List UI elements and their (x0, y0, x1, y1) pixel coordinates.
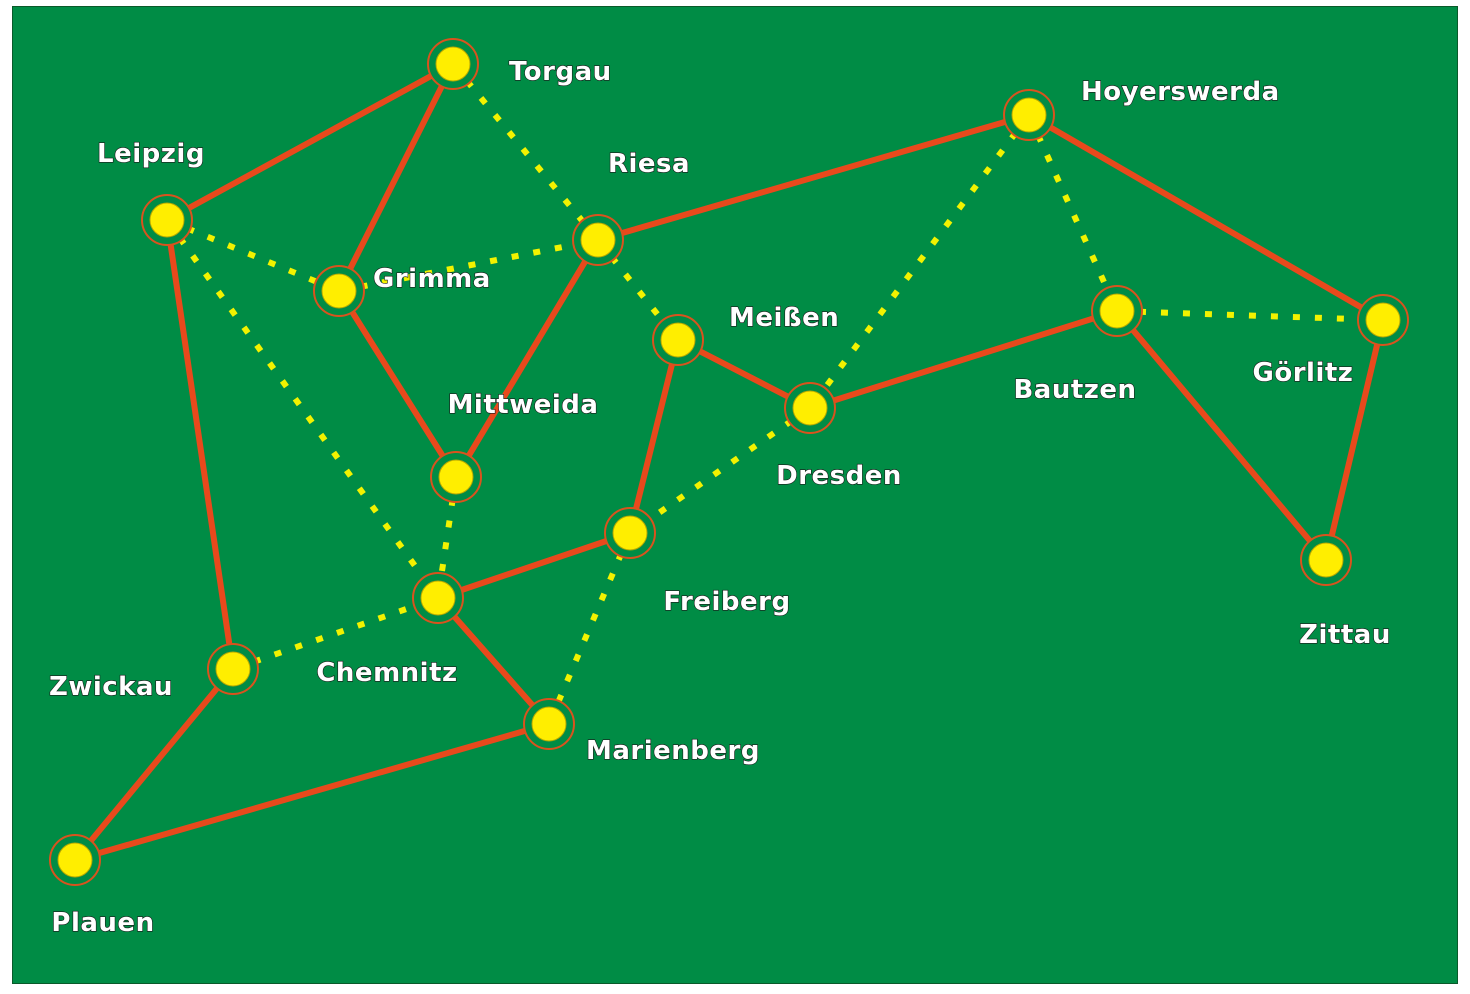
node-dot-dresden (792, 390, 828, 426)
label-meissen: Meißen (729, 303, 839, 333)
node-dot-riesa (580, 222, 616, 258)
node-dot-hoyerswerda (1011, 97, 1047, 133)
node-torgau (427, 38, 479, 90)
edge-leipzig-zwickau-solid (164, 217, 236, 672)
edge-riesa-mittweida-solid (453, 237, 601, 480)
node-dot-leipzig (149, 202, 185, 238)
label-zwickau: Zwickau (49, 672, 173, 702)
node-chemnitz (412, 572, 464, 624)
label-grimma: Grimma (373, 264, 491, 294)
label-leipzig: Leipzig (97, 139, 205, 169)
node-zittau (1300, 534, 1352, 586)
node-grimma (313, 265, 365, 317)
edge-chemnitz-freiberg-solid (435, 530, 633, 601)
node-hoyerswerda (1003, 89, 1055, 141)
edge-hoyerswerda-bautzen-dotted (1026, 113, 1120, 313)
label-torgau: Torgau (509, 57, 612, 87)
node-dot-torgau (435, 46, 471, 82)
label-chemnitz: Chemnitz (316, 658, 457, 688)
edge-zwickau-chemnitz-dotted (232, 595, 439, 672)
node-bautzen (1091, 285, 1143, 337)
label-plauen: Plauen (51, 908, 154, 938)
node-dot-freiberg (612, 515, 648, 551)
label-zittau: Zittau (1299, 620, 1391, 650)
node-dot-mittweida (438, 459, 474, 495)
edge-leipzig-grimma-dotted (165, 217, 341, 294)
edges-layer (72, 61, 1386, 863)
edge-mittweida-grimma-solid (336, 288, 459, 480)
label-riesa: Riesa (608, 149, 690, 179)
node-goerlitz (1357, 294, 1409, 346)
node-mittweida (430, 451, 482, 503)
label-marienberg: Marienberg (586, 736, 760, 766)
node-dot-goerlitz (1365, 302, 1401, 338)
node-zwickau (207, 643, 259, 695)
node-dot-plauen (57, 842, 93, 878)
node-leipzig (141, 194, 193, 246)
node-dot-zwickau (215, 651, 251, 687)
edge-hoyerswerda-riesa-solid (595, 112, 1032, 243)
edge-bautzen-goerlitz-dotted (1116, 308, 1384, 323)
edge-hoyerswerda-dresden-dotted (807, 113, 1032, 410)
node-freiberg (604, 507, 656, 559)
edge-plauen-marienberg-solid (72, 721, 552, 863)
label-freiberg: Freiberg (663, 587, 790, 617)
edge-zittau-goerlitz-solid (1323, 317, 1386, 563)
label-dresden: Dresden (776, 461, 902, 491)
edge-torgau-grimma-solid (336, 61, 456, 294)
nodes-layer (49, 38, 1409, 886)
node-dot-meissen (660, 322, 696, 358)
edge-freiberg-meissen-solid (627, 337, 681, 536)
node-dot-marienberg (531, 706, 567, 742)
label-mittweida: Mittweida (448, 390, 599, 420)
edge-leipzig-torgau-solid (164, 61, 456, 223)
node-riesa (572, 214, 624, 266)
label-hoyerswerda: Hoyerswerda (1081, 77, 1280, 107)
label-goerlitz: Görlitz (1253, 358, 1354, 388)
edge-zwickau-plauen-solid (72, 666, 236, 863)
node-marienberg (523, 698, 575, 750)
node-dot-bautzen (1099, 293, 1135, 329)
node-dot-zittau (1308, 542, 1344, 578)
node-meissen (652, 314, 704, 366)
edge-bautzen-zittau-solid (1114, 308, 1329, 563)
board-background (13, 7, 1457, 983)
node-dot-grimma (321, 273, 357, 309)
edge-marienberg-chemnitz-solid (435, 595, 552, 727)
edge-dresden-bautzen-solid (807, 308, 1120, 411)
edge-torgau-riesa-dotted (450, 62, 601, 242)
edge-goerlitz-hoyerswerda-solid (1026, 112, 1386, 323)
node-dot-chemnitz (420, 580, 456, 616)
edge-dresden-freiberg-dotted (628, 405, 812, 536)
node-dresden (784, 382, 836, 434)
label-bautzen: Bautzen (1013, 375, 1136, 405)
node-plauen (49, 834, 101, 886)
